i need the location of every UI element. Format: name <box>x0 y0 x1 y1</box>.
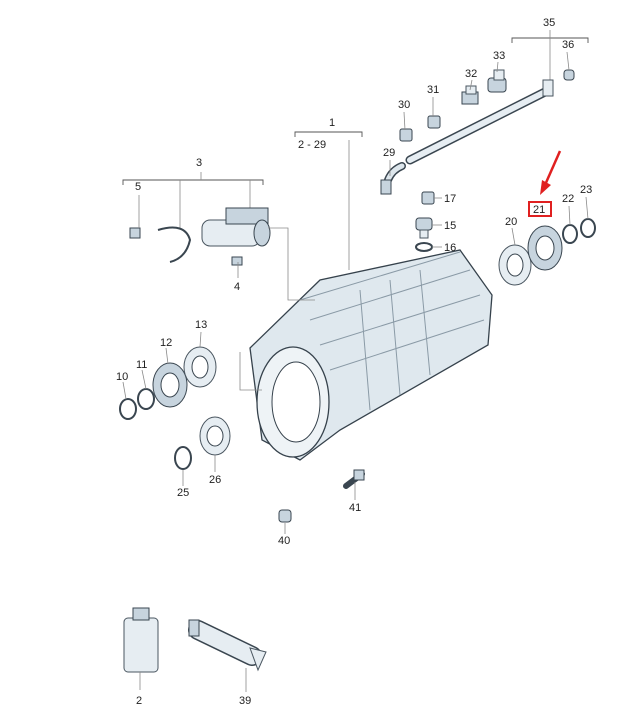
bracket-group-3 <box>122 172 264 228</box>
callout-labels: 35 36 33 32 31 30 1 2 - 29 29 3 5 17 15 … <box>116 17 592 707</box>
bracket-group-35 <box>511 30 589 88</box>
clip-32 <box>461 85 479 105</box>
seal-ring-11 <box>137 388 155 410</box>
vent-pipe-assembly <box>380 87 550 195</box>
label-31: 31 <box>427 84 439 96</box>
label-41: 41 <box>349 502 361 514</box>
label-22: 22 <box>562 193 574 205</box>
label-16: 16 <box>444 242 456 254</box>
sealant-tube-39 <box>188 619 267 692</box>
bearing-21 <box>527 225 563 271</box>
bracket-group-1 <box>294 131 363 270</box>
nut-40 <box>278 509 292 523</box>
circlip-10 <box>119 398 137 420</box>
label-23: 23 <box>580 184 592 196</box>
label-33: 33 <box>493 50 505 62</box>
clip-33 <box>487 69 507 93</box>
label-12: 12 <box>160 337 172 349</box>
label-1: 1 <box>329 117 335 129</box>
plug-17 <box>421 191 435 205</box>
label-15: 15 <box>444 220 456 232</box>
drain-plug-15 <box>415 217 433 239</box>
screw-35 <box>542 79 554 97</box>
label-32: 32 <box>465 68 477 80</box>
cap-36 <box>563 69 575 81</box>
label-1-range: 2 - 29 <box>298 139 326 151</box>
bolt-41 <box>343 469 365 489</box>
label-25: 25 <box>177 487 189 499</box>
label-29: 29 <box>383 147 395 159</box>
label-17: 17 <box>444 193 456 205</box>
label-13: 13 <box>195 319 207 331</box>
label-39: 39 <box>239 695 251 707</box>
red-pointer-arrow-icon <box>540 150 562 195</box>
seal-ring-16 <box>415 242 433 252</box>
bearing-12 <box>152 362 188 408</box>
label-36: 36 <box>562 39 574 51</box>
seal-26 <box>199 416 231 456</box>
label-26: 26 <box>209 474 221 486</box>
transfer-case-housing <box>249 249 493 461</box>
seal-13 <box>183 346 217 388</box>
oil-bottle-2 <box>123 607 159 690</box>
label-40: 40 <box>278 535 290 547</box>
label-10: 10 <box>116 371 128 383</box>
label-30: 30 <box>398 99 410 111</box>
label-35: 35 <box>543 17 555 29</box>
label-21: 21 <box>533 204 545 216</box>
seal-ring-22 <box>562 224 578 244</box>
label-5: 5 <box>135 181 141 193</box>
label-20: 20 <box>505 216 517 228</box>
highlight-box-21 <box>528 201 552 217</box>
label-4: 4 <box>234 281 240 293</box>
sensor-assembly-3 <box>129 207 271 266</box>
clip-31 <box>427 115 441 129</box>
label-2: 2 <box>136 695 142 707</box>
clip-30 <box>399 128 413 142</box>
circlip-23 <box>580 218 596 238</box>
seal-20 <box>498 244 532 286</box>
seal-ring-25 <box>174 446 192 470</box>
leader-lines <box>122 51 589 534</box>
label-11: 11 <box>136 359 147 371</box>
label-3: 3 <box>196 157 202 169</box>
